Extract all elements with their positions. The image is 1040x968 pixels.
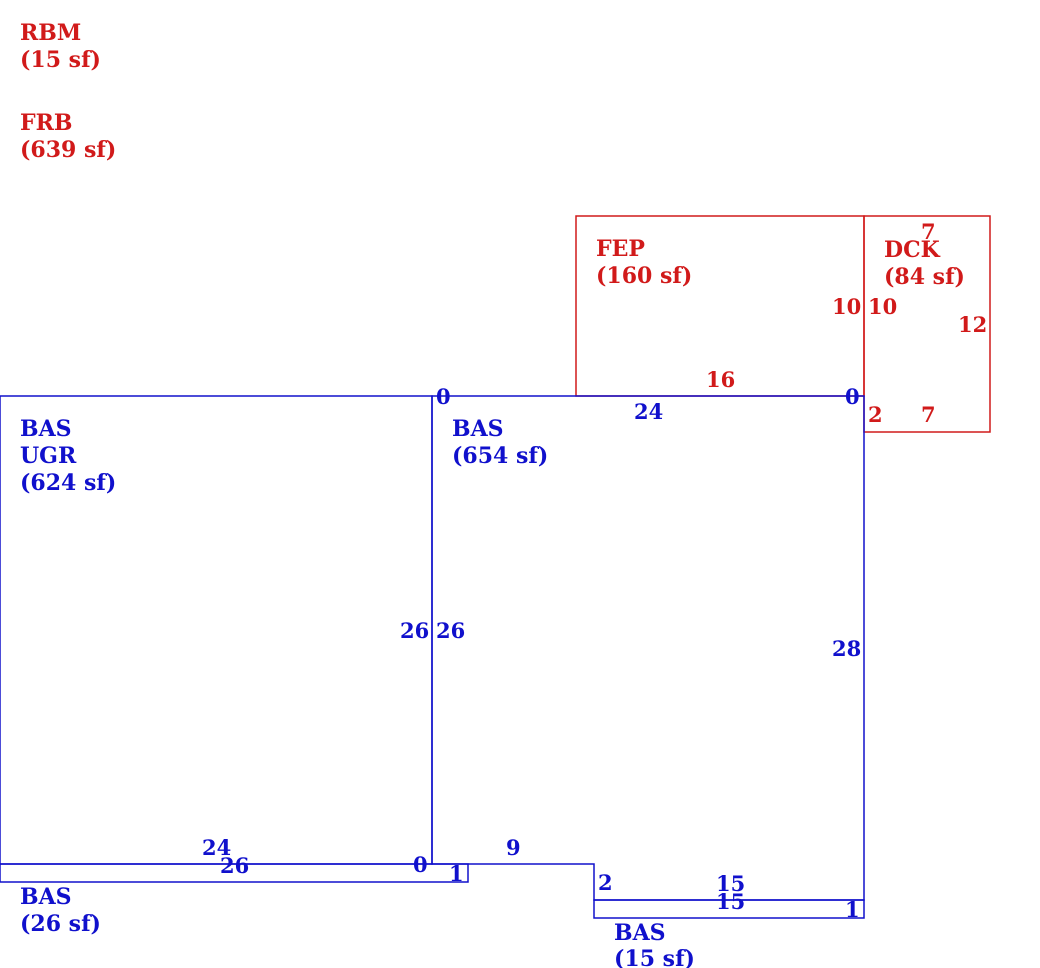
bas-15-outline — [593, 899, 865, 919]
ugr-right-dim: 26 — [400, 618, 429, 643]
main-step-dim: 2 — [598, 870, 613, 895]
dck-bottom-dim: 7 — [921, 402, 936, 427]
rbm-code: RBM — [20, 20, 81, 46]
main-bottom-right-dim: 15 — [716, 871, 745, 896]
frb-code: FRB — [20, 110, 73, 136]
main-right-dim: 28 — [832, 636, 861, 661]
strip26-width-dim: 26 — [220, 853, 249, 878]
dck-code: DCK — [884, 237, 941, 263]
frb-area: (639 sf) — [20, 137, 116, 163]
dck-right-dim: 12 — [958, 312, 987, 337]
strip26-height-dim: 1 — [449, 861, 464, 886]
bas-15-area: (15 sf) — [614, 946, 695, 968]
ugr-bottom-dim: 24 — [202, 835, 231, 860]
bas-15-code: BAS — [614, 920, 666, 946]
ugr-corner-zero-dim: 0 — [413, 852, 428, 877]
main-corner-zero-dim: 0 — [845, 384, 860, 409]
dck-area: (84 sf) — [884, 264, 965, 290]
bas-main-area: (654 sf) — [452, 443, 548, 469]
dck-left-dim: 10 — [868, 294, 897, 319]
bas-main-code: BAS — [452, 416, 504, 442]
ugr-top-zero-dim: 0 — [436, 384, 451, 409]
bas-26-area: (26 sf) — [20, 911, 101, 937]
fep-bottom-dim: 16 — [706, 367, 735, 392]
bas-ugr-area: (624 sf) — [20, 470, 116, 496]
main-left-dim: 26 — [436, 618, 465, 643]
bas-26-outline — [0, 863, 469, 883]
dck-corner-dim: 2 — [868, 402, 883, 427]
main-top-dim: 24 — [634, 399, 663, 424]
fep-code: FEP — [596, 236, 645, 262]
dck-outline — [863, 215, 991, 433]
main-bottom-left-dim: 9 — [506, 835, 521, 860]
bas-ugr-sub: UGR — [20, 443, 77, 469]
dck-top-dim: 7 — [921, 219, 936, 244]
bas-26-code: BAS — [20, 884, 72, 910]
bas-ugr-code: BAS — [20, 416, 72, 442]
bas-main-outline — [431, 395, 865, 901]
strip15-width-dim: 15 — [716, 889, 745, 914]
rbm-area: (15 sf) — [20, 47, 101, 73]
fep-right-dim: 10 — [832, 294, 861, 319]
strip15-height-dim: 1 — [845, 897, 860, 922]
fep-area: (160 sf) — [596, 263, 692, 289]
